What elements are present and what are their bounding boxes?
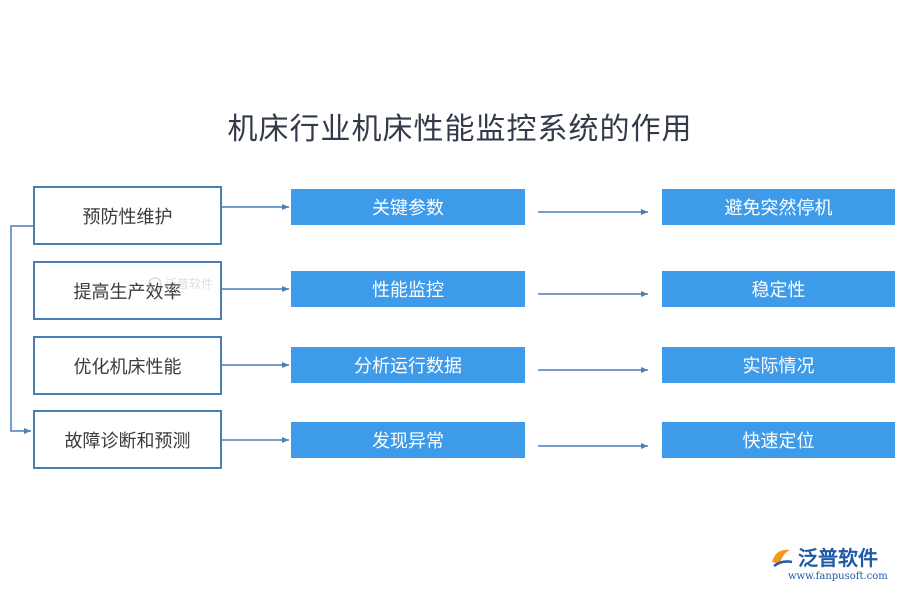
left-item-optimize-performance: 优化机床性能 <box>33 336 222 395</box>
right-item-actual-situation: 实际情况 <box>662 347 895 383</box>
brand-name: 泛普软件 <box>798 546 878 570</box>
brand-logo-icon <box>772 549 793 567</box>
right-item-stability: 稳定性 <box>662 271 895 307</box>
brand-logo: 泛普软件 www.fanpusoft.com <box>768 542 888 592</box>
left-item-preventive-maintenance: 预防性维护 <box>33 186 222 245</box>
middle-item-detect-anomaly: 发现异常 <box>291 422 525 458</box>
right-item-quick-locate: 快速定位 <box>662 422 895 458</box>
middle-item-key-parameters: 关键参数 <box>291 189 525 225</box>
right-item-avoid-downtime: 避免突然停机 <box>662 189 895 225</box>
diagram-title: 机床行业机床性能监控系统的作用 <box>227 112 693 147</box>
brand-url: www.fanpusoft.com <box>788 571 888 582</box>
middle-item-analyze-data: 分析运行数据 <box>291 347 525 383</box>
middle-item-performance-monitoring: 性能监控 <box>291 271 525 307</box>
left-bracket-line <box>10 225 33 434</box>
left-item-production-efficiency: 提高生产效率 <box>33 261 222 320</box>
